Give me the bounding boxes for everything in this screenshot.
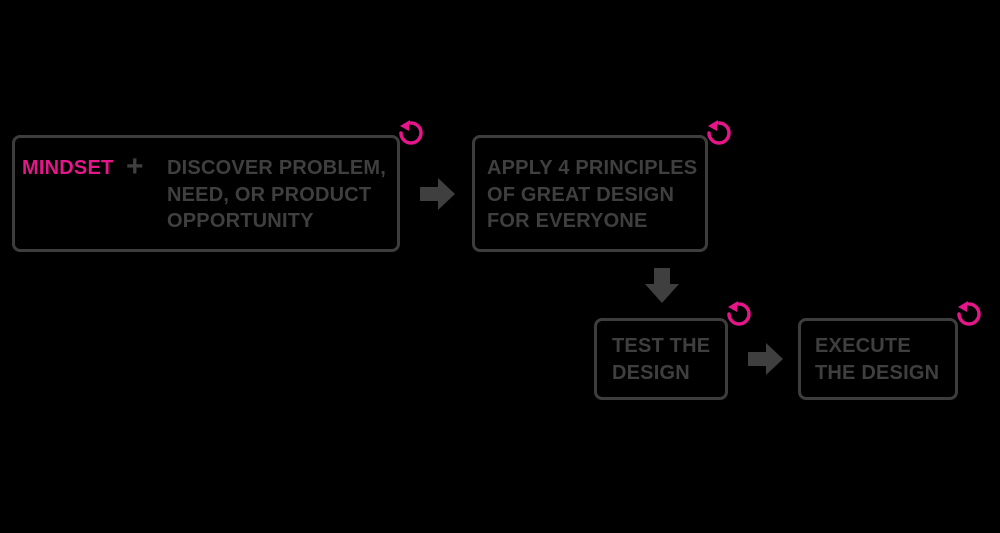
step-principles-line-2: OF GREAT DESIGN xyxy=(487,183,675,206)
arrow-right-icon xyxy=(420,178,455,210)
step-test-line-2: DESIGN xyxy=(612,361,690,384)
step-principles-line-1: APPLY 4 PRINCIPLES xyxy=(487,157,698,179)
step-execute-line-2: THE DESIGN xyxy=(815,361,940,384)
step-discover-line-2: NEED, OR PRODUCT xyxy=(167,183,372,206)
step-discover-box xyxy=(12,135,400,252)
mindset-label: MINDSET xyxy=(22,157,114,179)
step-execute-text: EXECUTE THE DESIGN xyxy=(815,333,939,386)
step-principles-line-3: FOR EVERYONE xyxy=(487,210,648,232)
step-discover-text: DISCOVER PROBLEM, NEED, OR PRODUCT OPPOR… xyxy=(167,155,386,235)
step-principles-text: APPLY 4 PRINCIPLES OF GREAT DESIGN FOR E… xyxy=(487,155,697,235)
step-test-line-1: TEST THE xyxy=(612,335,711,357)
iterate-icon xyxy=(957,301,981,326)
plus-sign: + xyxy=(126,150,144,183)
step-principles-box xyxy=(472,135,708,252)
arrow-right-icon xyxy=(748,343,783,375)
arrow-down-icon xyxy=(645,268,679,303)
step-execute-line-1: EXECUTE xyxy=(815,335,911,357)
step-execute-box xyxy=(798,318,958,400)
iterate-icon xyxy=(707,120,731,145)
iterate-icon xyxy=(727,301,751,326)
step-discover-line-1: DISCOVER PROBLEM, xyxy=(167,157,386,179)
iterate-icon xyxy=(399,120,423,145)
step-discover-line-3: OPPORTUNITY xyxy=(167,210,314,232)
step-test-box xyxy=(594,318,728,400)
step-test-text: TEST THE DESIGN xyxy=(612,333,710,386)
